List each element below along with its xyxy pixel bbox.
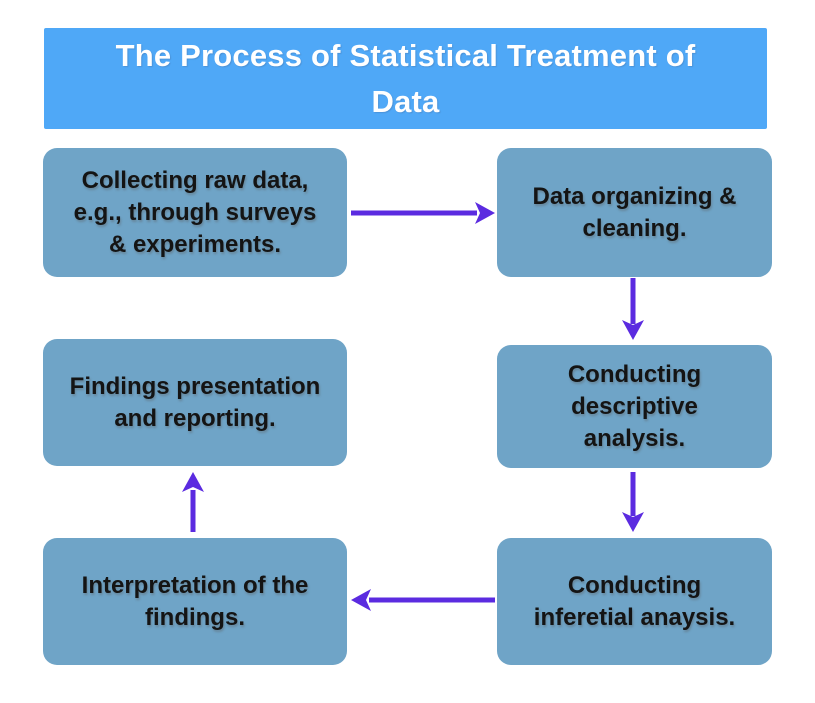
arrow-inferential-to-interpret-icon: [351, 589, 495, 611]
arrow-collect-to-organize-icon: [351, 202, 495, 224]
arrow-organize-to-descriptive-icon: [622, 278, 644, 340]
node-interpretation-of-findings: Interpretation of the findings.: [43, 538, 347, 665]
node-conducting-descriptive-analysis: Conducting descriptive analysis.: [497, 345, 772, 468]
diagram-title-banner: The Process of Statistical Treatment of …: [44, 28, 767, 129]
arrow-interpret-to-present-icon: [182, 472, 204, 532]
node-collecting-raw-data: Collecting raw data, e.g., through surve…: [43, 148, 347, 277]
node-label: Findings presentation and reporting.: [69, 372, 321, 432]
node-label: Conducting inferetial anaysis.: [533, 571, 736, 631]
node-conducting-inferential-analysis: Conducting inferetial anaysis.: [497, 538, 772, 665]
node-findings-presentation-reporting: Findings presentation and reporting.: [43, 339, 347, 466]
diagram-title: The Process of Statistical Treatment of …: [115, 37, 696, 119]
node-label: Interpretation of the findings.: [81, 571, 309, 631]
arrow-descriptive-to-inferential-icon: [622, 472, 644, 532]
node-label: Data organizing & cleaning.: [532, 182, 737, 242]
node-label: Collecting raw data, e.g., through surve…: [73, 166, 317, 258]
node-label: Conducting descriptive analysis.: [567, 360, 702, 452]
node-data-organizing-cleaning: Data organizing & cleaning.: [497, 148, 772, 277]
